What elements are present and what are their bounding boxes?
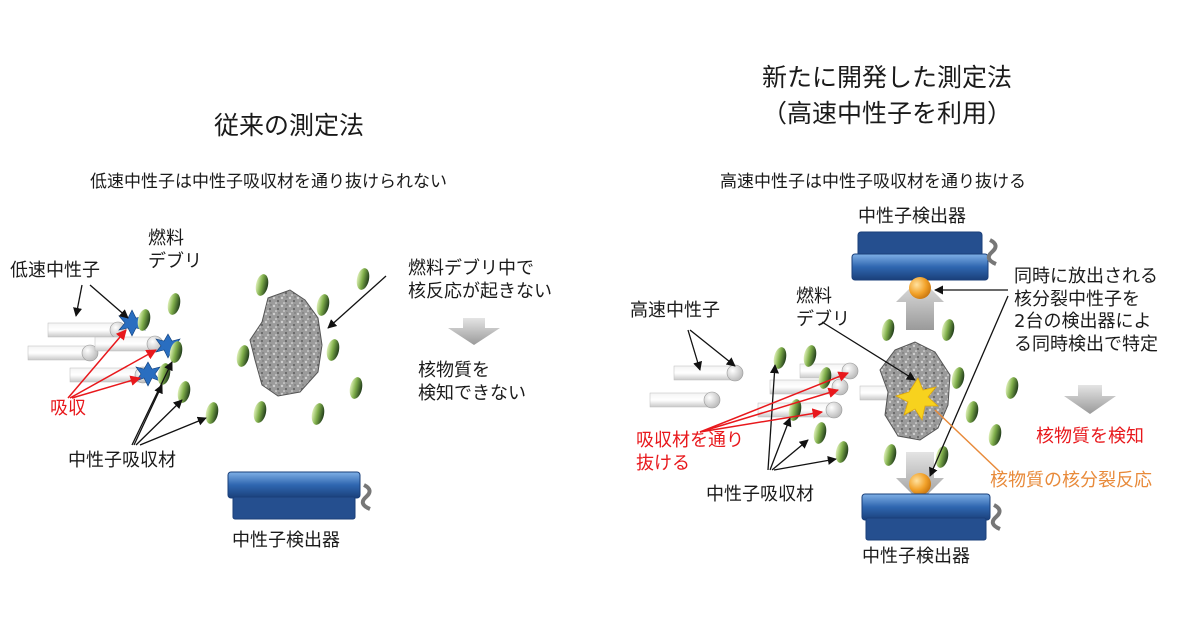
left-absorber-label: 中性子吸収材 [68,450,176,471]
left-subtitle: 低速中性子は中性子吸収材を通り抜けられない [90,172,447,192]
right-absorber-ellipses [773,319,1019,468]
left-fuel-debris-label: 燃料 デブリ [148,228,202,272]
right-subtitle: 高速中性子は中性子吸収材を通り抜ける [720,172,1026,192]
left-absorb-arrows [67,329,157,399]
right-title-line1: 新たに開発した測定法 [762,63,1013,92]
left-down-arrow [448,318,500,345]
right-top-detector [851,231,998,281]
pass-through-label: 吸収材を通り 抜ける [636,430,744,474]
right-down-arrow [1064,385,1116,414]
right-top-detector-label: 中性子検出器 [858,206,966,227]
right-bottom-detector-label: 中性子検出器 [862,546,970,567]
left-absorber-ellipses [137,268,370,425]
right-pointer-lines [687,285,1009,477]
left-neutron-detector [227,471,372,520]
right-pass-arrows [699,371,849,433]
right-top-up-arrow [896,278,944,330]
right-top-fission-neutron [909,277,931,299]
cannot-detect-label: 核物質を 検知できない [418,360,526,404]
left-fuel-debris-rock [249,289,323,397]
left-detector-label: 中性子検出器 [232,530,340,551]
right-title-line2: （高速中性子を利用） [762,99,1013,128]
absorb-label: 吸収 [50,398,86,419]
fission-burst-icon [894,377,940,422]
left-pointer-lines [73,275,387,446]
coincidence-label: 同時に放出される 核分裂中性子を 2台の検出器によ る同時検出で特定 [1014,266,1158,355]
no-reaction-label: 燃料デブリ中で 核反応が起きない [408,258,552,302]
fission-reaction-label: 核物質の核分裂反応 [990,470,1152,491]
left-title: 従来の測定法 [214,111,365,140]
right-bottom-fission-neutron [909,473,931,495]
detect-material-label: 核物質を検知 [1036,426,1144,447]
right-bottom-detector [861,493,1002,541]
slow-neutron-label: 低速中性子 [10,260,100,281]
right-absorber-label: 中性子吸収材 [706,484,814,505]
right-fuel-debris-label: 燃料 デブリ [796,286,850,330]
fission-pointer-line [934,409,1001,473]
fast-neutron-label: 高速中性子 [630,300,720,321]
